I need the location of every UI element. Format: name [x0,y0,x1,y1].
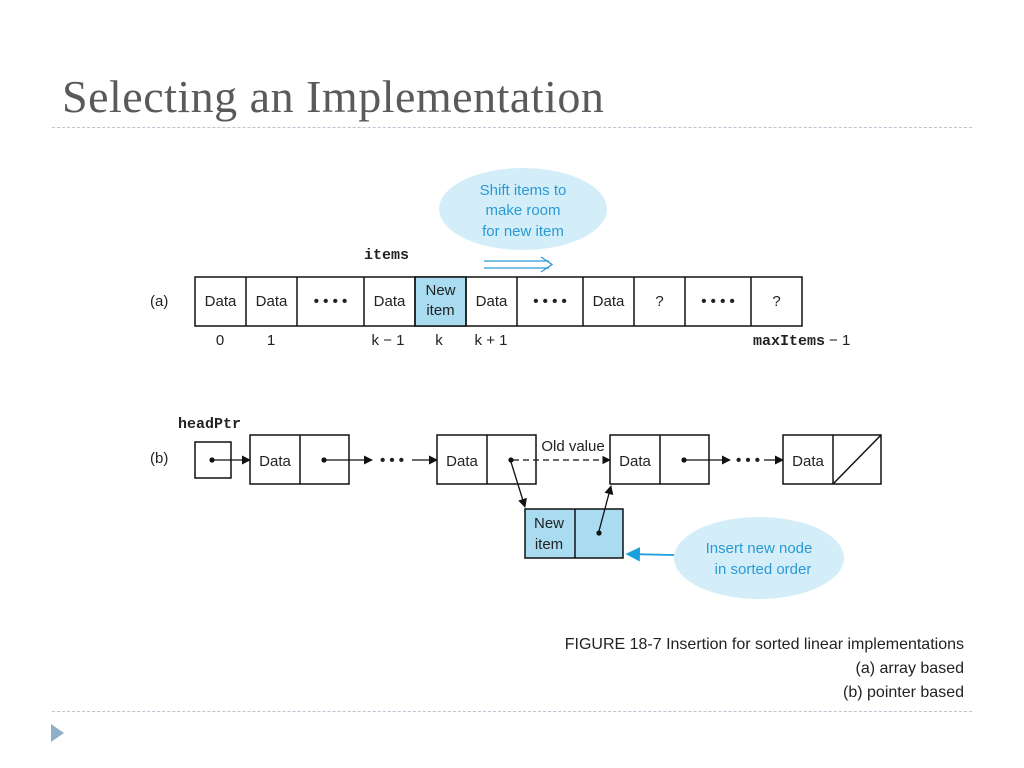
insert-callout-arrow [625,547,675,562]
old-value-label-bg [538,436,608,454]
insert-callout-line-2: in sorted order [715,561,812,578]
array-cell-0: Data [205,293,237,310]
title-divider [52,127,972,128]
part-b-label: (b) [150,450,168,467]
array-cell-dividers [245,277,752,326]
array-cell-ellipsis-1: • • • • [314,293,348,310]
array-label: items [364,247,409,264]
list-node-2: Data [436,434,537,485]
new-to-successor-arrow [598,485,614,532]
list-node-2-data: Data [446,453,478,470]
array-cell-unknown-last: ? [772,293,780,310]
shift-callout-bubble [439,168,607,250]
list-node-last-data: Data [792,453,824,470]
max-items-name: maxItems [753,333,825,350]
new-list-node: New item [524,508,624,559]
figure-caption: FIGURE 18-7 Insertion for sorted linear … [565,633,964,705]
shift-callout-line-3: for new item [482,223,564,240]
list-node-last: Data [782,434,882,485]
array-cell-ellipsis-3: • • • • [701,293,735,310]
footer-divider [52,711,972,712]
play-triangle-icon[interactable] [50,723,66,743]
part-a-label: (a) [150,293,168,310]
index-k: k [435,332,443,349]
array-cell-1: Data [256,293,288,310]
shift-right-arrow [484,256,554,273]
new-node-line-1: New [534,515,564,532]
caption-line-3: (b) pointer based [843,684,964,701]
shift-callout-line-1: Shift items to [480,182,567,199]
new-item-cell [414,276,467,327]
array-outline [194,276,803,327]
caption-line-1: FIGURE 18-7 Insertion for sorted linear … [564,636,964,653]
array-cell-ellipsis-2: • • • • [533,293,567,310]
array-cell-data-last: Data [593,293,625,310]
max-items-suffix: − 1 [829,332,850,349]
insert-callout-bubble [674,517,844,599]
list-node-1-data: Data [259,453,291,470]
predecessor-to-new-arrow [510,461,527,508]
array-cell-unknown-1: ? [655,293,663,310]
null-pointer-slash [832,434,882,485]
index-max-items: maxItems− 1 [753,332,850,350]
insert-callout-line-1: Insert new node [706,540,813,557]
index-k-minus-1: k − 1 [372,332,405,349]
head-pointer-label: headPtr [178,416,241,433]
old-value-label: Old value [541,438,604,455]
array-cell-k-plus-1: Data [476,293,508,310]
list-ellipsis-1: • • • [380,452,404,469]
index-0: 0 [216,332,224,349]
list-node-3-data: Data [619,453,651,470]
slide-title: Selecting an Implementation [62,71,605,122]
list-ellipsis-2: • • • [736,452,760,469]
caption-line-2: (a) array based [855,660,965,677]
shift-callout-line-2: make room [485,202,560,219]
new-node-line-2: item [535,536,563,553]
index-k-plus-1: k + 1 [475,332,508,349]
index-1: 1 [267,332,275,349]
array-cell-k-minus-1: Data [374,293,406,310]
